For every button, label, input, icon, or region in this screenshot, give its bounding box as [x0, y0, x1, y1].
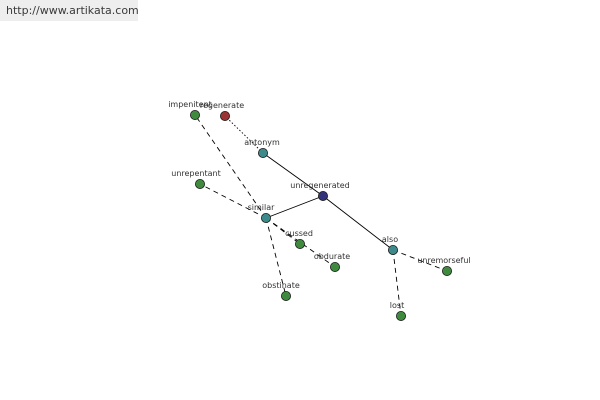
edge-similar-unrepentant: [199, 183, 267, 219]
site-url-link[interactable]: http://www.artikata.com: [6, 4, 139, 17]
edge-also-unremorseful: [392, 249, 448, 272]
graph-edges: [194, 114, 448, 317]
node-cussed[interactable]: [294, 238, 305, 249]
node-also[interactable]: [387, 244, 398, 255]
label-cussed[interactable]: cussed: [285, 229, 313, 238]
label-unrepentant[interactable]: unrepentant: [171, 169, 221, 178]
node-lost[interactable]: [395, 310, 406, 321]
edge-similar-cussed: [265, 217, 301, 245]
edge-unregenerated-similar: [265, 195, 324, 219]
graph-labels: unregenerated antonym similar also regenerat…: [168, 100, 470, 310]
label-impenitent[interactable]: impenitent: [168, 100, 212, 109]
edge-unregenerated-also: [322, 195, 394, 251]
label-lost[interactable]: lost: [390, 301, 404, 310]
node-obstinate[interactable]: [280, 290, 291, 301]
label-regenerate[interactable]: regenerate: [200, 101, 244, 110]
edge-also-lost: [392, 249, 402, 317]
edge-similar-obstinate: [265, 217, 287, 297]
node-antonym[interactable]: [257, 147, 268, 158]
edge-similar-impenitent: [194, 114, 267, 219]
edge-antonym-regenerate: [224, 115, 264, 154]
label-antonym[interactable]: antonym: [244, 138, 280, 147]
label-obdurate[interactable]: obdurate: [314, 252, 350, 261]
url-bar: http://www.artikata.com: [0, 0, 139, 21]
edge-unregenerated-antonym: [262, 152, 324, 197]
node-unrepentant[interactable]: [194, 178, 205, 189]
node-impenitent[interactable]: [189, 110, 200, 121]
label-unremorseful[interactable]: unremorseful: [417, 256, 470, 265]
node-obdurate[interactable]: [329, 261, 340, 272]
node-unremorseful[interactable]: [441, 265, 452, 276]
graph-nodes: [189, 110, 452, 321]
label-also[interactable]: also: [382, 235, 398, 244]
node-similar[interactable]: [260, 212, 271, 223]
label-obstinate[interactable]: obstinate: [262, 281, 300, 290]
label-similar[interactable]: similar: [248, 203, 276, 212]
node-unregenerated[interactable]: [317, 190, 328, 201]
node-regenerate[interactable]: [219, 111, 230, 122]
label-unregenerated[interactable]: unregenerated: [290, 181, 350, 190]
